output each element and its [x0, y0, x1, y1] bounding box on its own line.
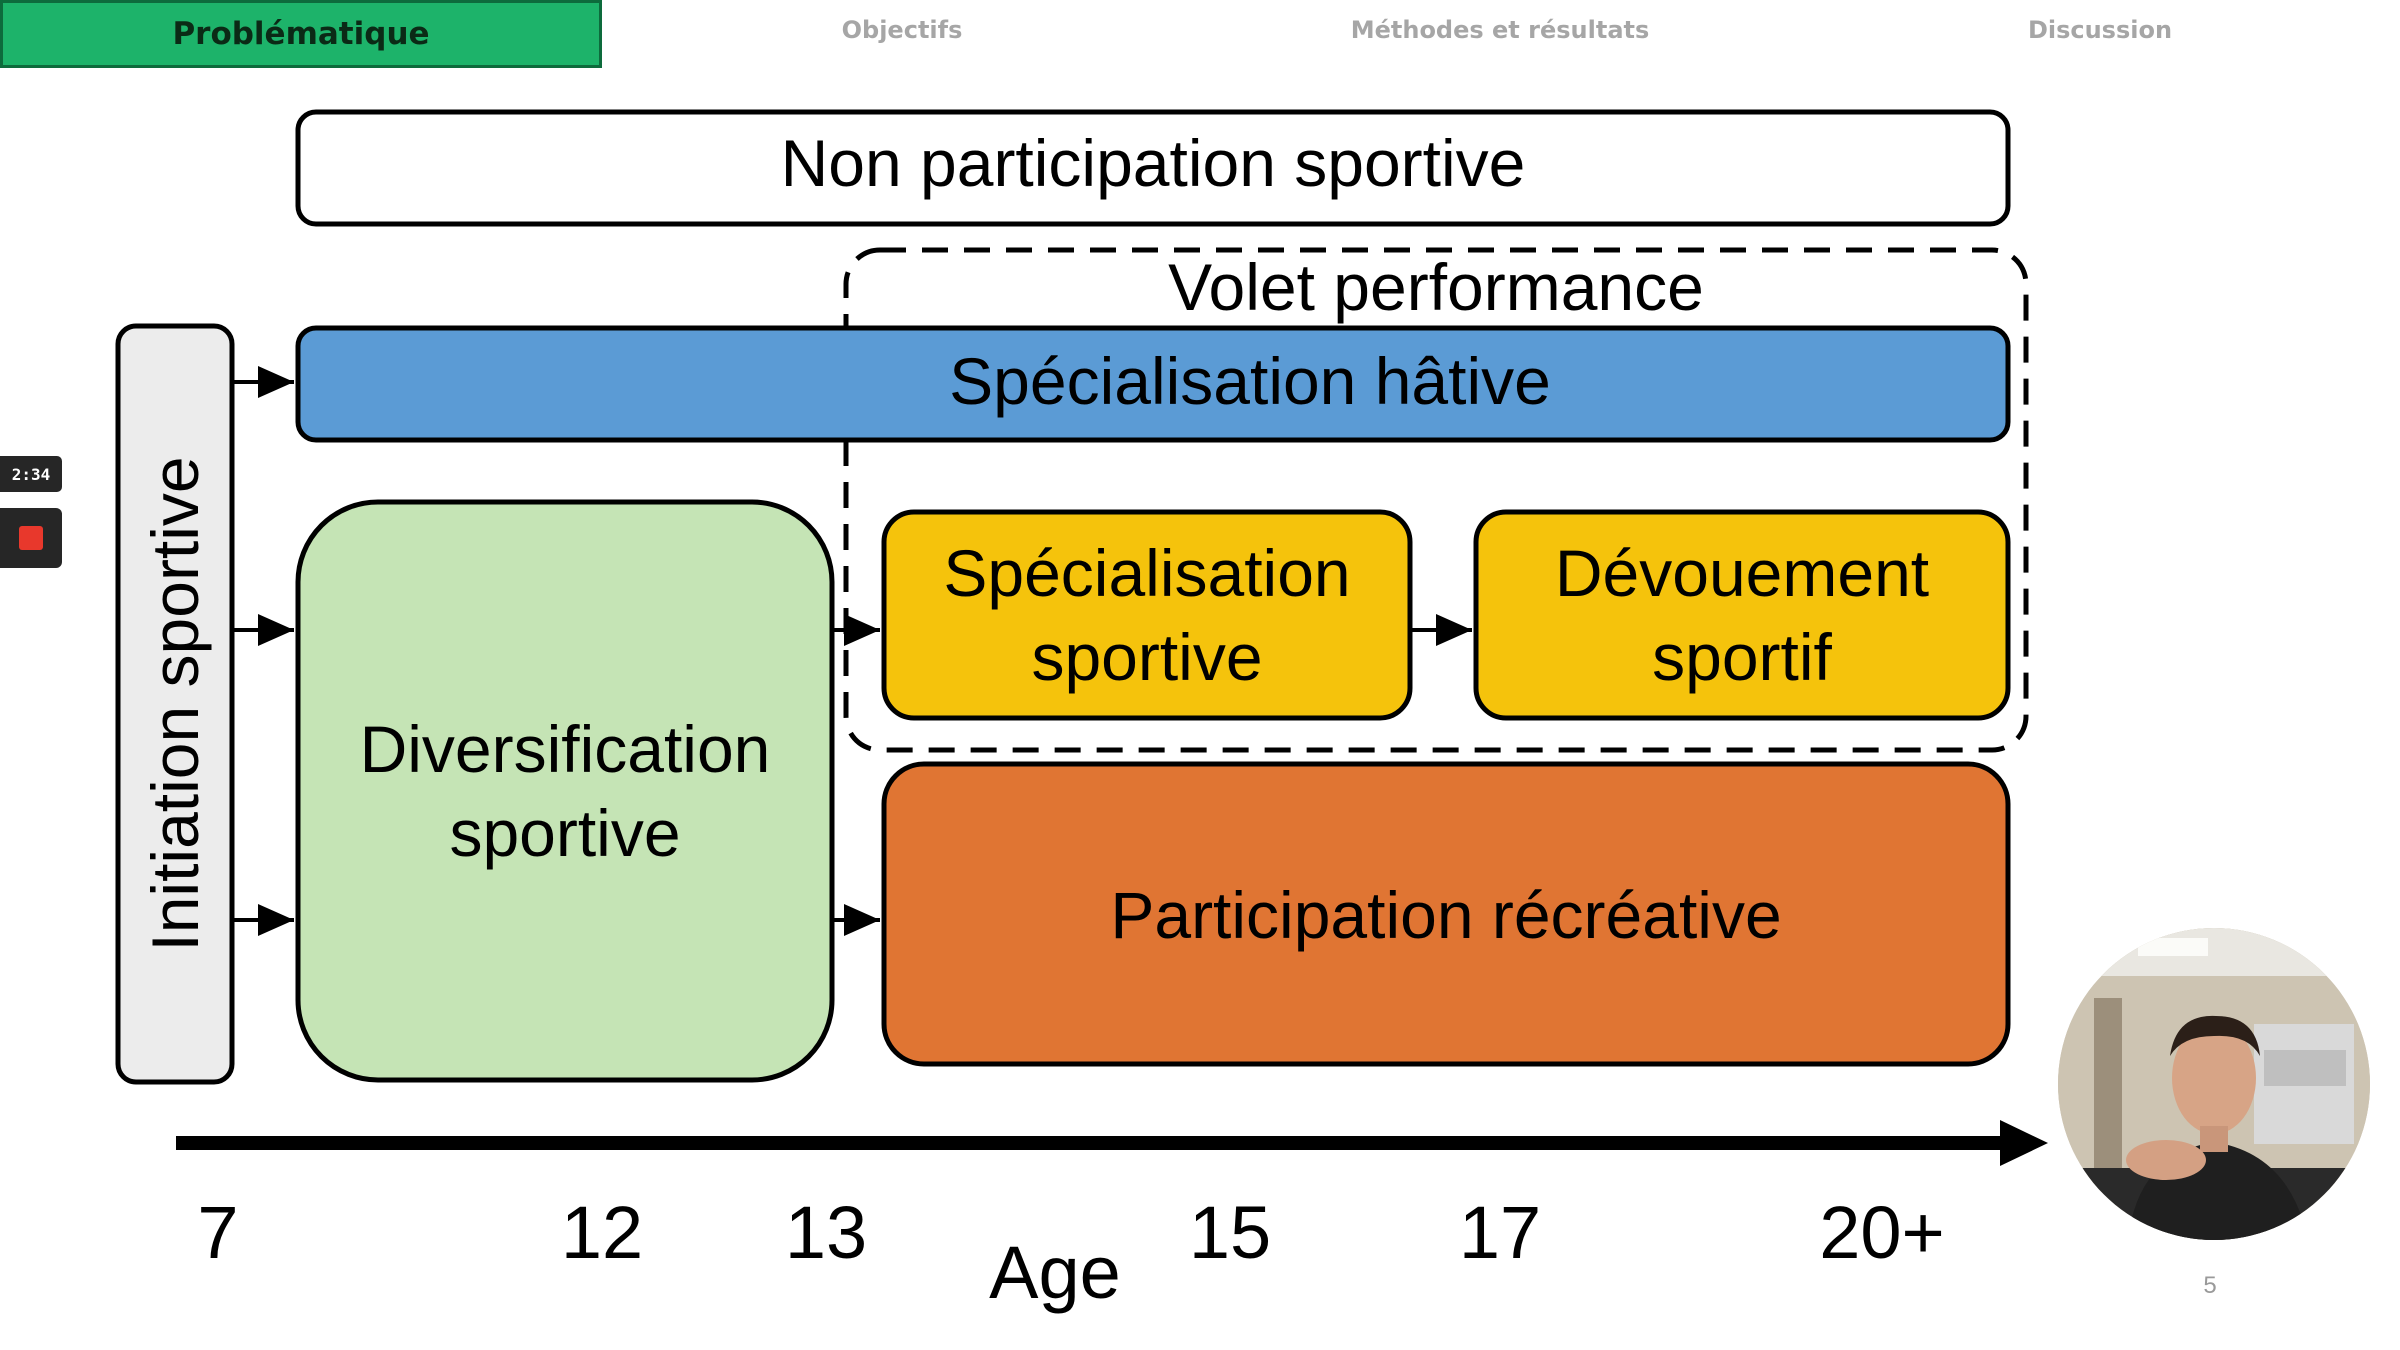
initiation-label: Initiation sportive	[138, 456, 212, 951]
tab-objectifs[interactable]: Objectifs	[841, 16, 963, 44]
tab-methodes-resultats[interactable]: Méthodes et résultats	[1350, 16, 1650, 44]
age-tick-13: 13	[785, 1191, 867, 1274]
age-axis-label: Age	[989, 1231, 1121, 1314]
devouement-sportif-box	[1473, 509, 2011, 721]
recording-timer: 2:34	[0, 456, 62, 492]
stop-recording-button[interactable]	[0, 508, 62, 568]
specialisation-hative-box	[295, 325, 2011, 443]
tab-problematique[interactable]: Problématique	[0, 0, 602, 68]
stop-icon	[19, 526, 43, 550]
age-tick-17: 17	[1459, 1191, 1541, 1274]
specialisation-sportive-line2: sportive	[1031, 620, 1262, 694]
tab-discussion[interactable]: Discussion	[2027, 16, 2173, 44]
non-participation-box	[295, 109, 2011, 227]
non-participation-label: Non participation sportive	[781, 126, 1526, 200]
specialisation-sportive-box	[881, 509, 1413, 721]
participation-recreative-box	[881, 761, 2011, 1067]
diversification-label-line1: Diversification	[360, 712, 771, 786]
presenter-webcam	[2058, 928, 2370, 1240]
devouement-sportif-line2: sportif	[1652, 620, 1832, 694]
page-number: 5	[2203, 1272, 2217, 1299]
diversification-box	[295, 499, 835, 1083]
age-tick-20plus: 20+	[1819, 1191, 1945, 1274]
age-axis-arrowhead	[2000, 1120, 2048, 1166]
specialisation-sportive-line1: Spécialisation	[943, 536, 1350, 610]
age-tick-15: 15	[1189, 1191, 1271, 1274]
initiation-box	[115, 323, 235, 1085]
participation-recreative-label: Participation récréative	[1110, 878, 1781, 952]
age-tick-7: 7	[197, 1191, 238, 1274]
volet-performance-region	[843, 247, 2029, 753]
diversification-label-line2: sportive	[449, 796, 680, 870]
devouement-sportif-line1: Dévouement	[1555, 536, 1929, 610]
volet-performance-label: Volet performance	[1168, 250, 1704, 324]
webcam-feed-image	[2058, 928, 2370, 1240]
age-tick-12: 12	[561, 1191, 643, 1274]
specialisation-hative-label: Spécialisation hâtive	[949, 344, 1551, 418]
